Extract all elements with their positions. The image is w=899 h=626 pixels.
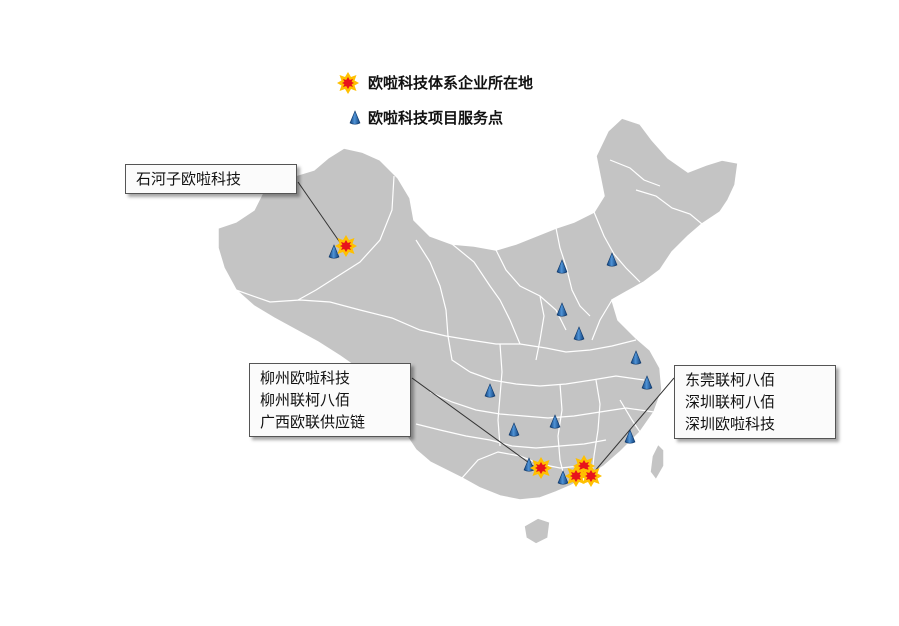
callout-line: 广西欧联供应链 — [260, 413, 366, 431]
callout-line: 柳州欧啦科技 — [260, 369, 351, 387]
blue-cone-icon — [349, 110, 361, 125]
hainan-island — [523, 517, 551, 545]
callout-line: 深圳联柯八佰 — [685, 393, 776, 411]
callout-leaders — [297, 181, 675, 473]
legend-enterprise-label: 欧啦科技体系企业所在地 — [368, 74, 534, 92]
callout-line: 东莞联柯八佰 — [685, 371, 776, 389]
callout-liuzhou: 柳州欧啦科技 柳州联柯八佰 广西欧联供应链 — [249, 363, 411, 437]
callout-line: 深圳欧啦科技 — [685, 415, 776, 433]
legend-enterprise: 欧啦科技体系企业所在地 — [362, 72, 533, 93]
enterprise-marker[interactable] — [335, 235, 357, 257]
explosion-star-icon — [337, 72, 359, 94]
legend-service-label: 欧啦科技项目服务点 — [368, 109, 504, 127]
taiwan-island — [649, 442, 665, 482]
callout-shihezi: 石河子欧啦科技 — [125, 164, 297, 194]
legend-service: 欧啦科技项目服务点 — [362, 107, 503, 128]
callout-line: 柳州联柯八佰 — [260, 391, 351, 409]
callout-line: 石河子欧啦科技 — [136, 170, 242, 188]
province-boundaries — [235, 159, 703, 485]
enterprise-marker[interactable] — [530, 457, 552, 479]
enterprise-marker[interactable] — [580, 465, 602, 487]
callout-dongguan-shenzhen: 东莞联柯八佰 深圳联柯八佰 深圳欧啦科技 — [674, 365, 836, 439]
